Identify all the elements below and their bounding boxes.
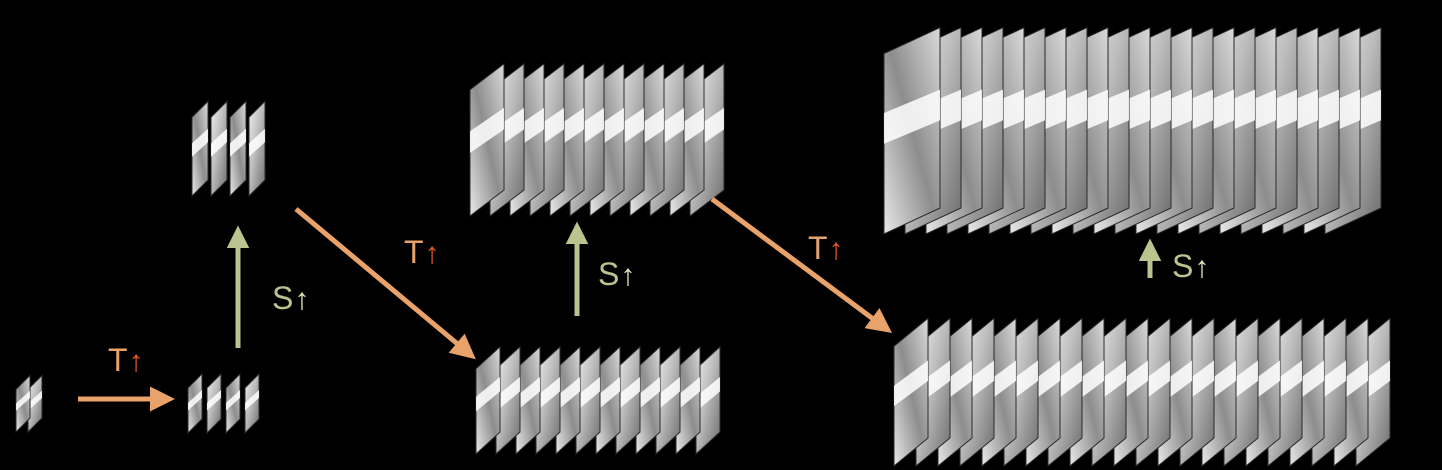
frame-highlight [211, 128, 227, 157]
frame-stack-stack-5 [469, 62, 725, 218]
frame-stack-stack-4 [475, 345, 721, 456]
arrows [78, 196, 1162, 412]
up-arrow-icon: ↑ [620, 259, 637, 292]
frame-highlight [249, 128, 265, 157]
frame-highlight [656, 377, 680, 412]
frame-highlight [516, 377, 540, 412]
frame-highlight [536, 377, 560, 412]
frame-highlight [496, 377, 520, 412]
frame-highlight [476, 377, 500, 412]
frame-stack-stack-2 [187, 372, 260, 435]
frame-highlight [894, 360, 928, 407]
frame-highlight [188, 390, 202, 411]
frame-highlight [192, 128, 208, 157]
frame-highlight [245, 390, 259, 411]
up-arrow-icon: ↑ [128, 345, 145, 378]
video-frame-stacks [15, 26, 1391, 468]
up-arrow-icon: ↑ [424, 237, 441, 270]
frame-highlight [207, 390, 221, 411]
frame-highlight [576, 377, 600, 412]
frame-highlight [884, 89, 940, 144]
frame-highlight [28, 390, 42, 411]
frame-stack-stack-7 [883, 26, 1382, 235]
frame-highlight [556, 377, 580, 412]
frame-highlight [226, 390, 240, 411]
frame-highlight [596, 377, 620, 412]
spatial-label-3: S↑ [1172, 248, 1211, 284]
temporal-label-2: T↑ [404, 234, 441, 270]
up-arrow-icon: ↑ [1194, 251, 1211, 284]
temporal-upsample-arrow-2 [294, 207, 476, 360]
temporal-upsample-arrow-3 [710, 196, 893, 333]
spatial-label-1: S↑ [272, 280, 311, 316]
spatial-label-2: S↑ [598, 256, 637, 292]
frame-highlight [470, 107, 504, 153]
frame-highlight [696, 377, 720, 412]
frame-highlight [230, 128, 246, 157]
frame-highlight [676, 377, 700, 412]
frame-stack-stack-6 [893, 317, 1391, 468]
frame-highlight [636, 377, 660, 412]
up-arrow-icon: ↑ [294, 283, 311, 316]
frame-stack-stack-3 [191, 100, 266, 198]
frame-highlight [616, 377, 640, 412]
temporal-label-1: T↑ [108, 342, 145, 378]
frame-stack-stack-1 [15, 374, 43, 434]
temporal-label-3: T↑ [808, 230, 845, 266]
up-arrow-icon: ↑ [828, 233, 845, 266]
frame-highlight [16, 390, 30, 411]
